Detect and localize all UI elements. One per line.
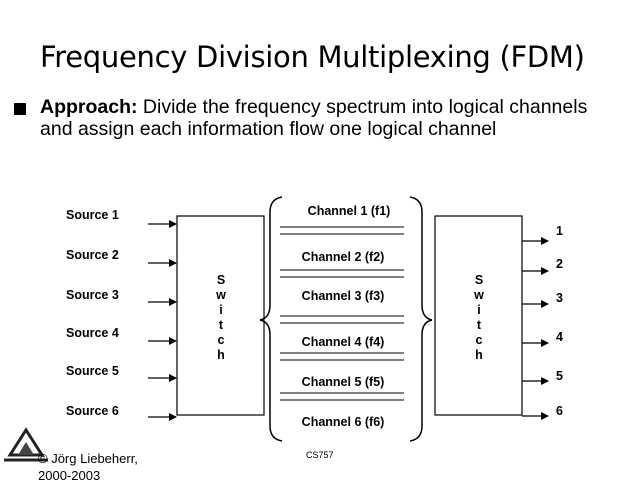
left-brace bbox=[259, 196, 283, 442]
switch-letter: t bbox=[218, 318, 224, 332]
switch-letter: c bbox=[475, 333, 483, 347]
channel-label-4: Channel 4 (f4) bbox=[301, 335, 385, 349]
channel-separators bbox=[280, 226, 404, 401]
source-label-3: Source 3 bbox=[66, 288, 119, 302]
right-switch-box bbox=[434, 215, 523, 416]
source-label-4: Source 4 bbox=[66, 326, 119, 340]
bullet-body: Divide the frequency spectrum into logic… bbox=[40, 96, 588, 140]
switch-letter: c bbox=[217, 333, 225, 347]
channel-label-1: Channel 1 (f1) bbox=[307, 204, 391, 218]
switch-letter: S bbox=[474, 273, 484, 287]
bullet-point: Approach: Divide the frequency spectrum … bbox=[40, 96, 600, 140]
bullet-bold-label: Approach: bbox=[40, 96, 138, 118]
channel-label-6: Channel 6 (f6) bbox=[301, 415, 385, 429]
author-line-2: 2000-2003 bbox=[38, 468, 101, 483]
source-label-5: Source 5 bbox=[66, 364, 119, 378]
source-label-6: Source 6 bbox=[66, 404, 119, 418]
channel-label-2: Channel 2 (f2) bbox=[301, 250, 385, 264]
switch-letter: i bbox=[477, 303, 481, 317]
source-label-1: Source 1 bbox=[66, 208, 119, 222]
course-code: CS757 bbox=[306, 450, 334, 460]
switch-letter: t bbox=[476, 318, 482, 332]
slide-title: Frequency Division Multiplexing (FDM) bbox=[40, 40, 585, 74]
switch-letter: h bbox=[475, 348, 483, 362]
channel-label-3: Channel 3 (f3) bbox=[301, 289, 385, 303]
switch-letter: w bbox=[474, 288, 484, 302]
bullet-square-icon bbox=[14, 103, 26, 115]
switch-letter: i bbox=[219, 303, 223, 317]
switch-letter: h bbox=[217, 348, 225, 362]
source-label-2: Source 2 bbox=[66, 248, 119, 262]
output-label-2: 2 bbox=[556, 257, 563, 271]
output-label-3: 3 bbox=[556, 291, 563, 305]
output-label-6: 6 bbox=[556, 404, 563, 418]
channel-label-5: Channel 5 (f5) bbox=[301, 375, 385, 389]
right-switch-label: S w i t c h bbox=[472, 273, 486, 363]
output-label-1: 1 bbox=[556, 224, 563, 238]
output-arrows bbox=[522, 237, 549, 420]
left-switch-box bbox=[176, 215, 265, 416]
left-switch-label: S w i t c h bbox=[214, 273, 228, 363]
output-label-5: 5 bbox=[556, 369, 563, 383]
output-label-4: 4 bbox=[556, 330, 563, 344]
right-brace bbox=[409, 196, 433, 442]
switch-letter: w bbox=[216, 288, 226, 302]
source-arrows bbox=[148, 220, 177, 421]
author-line-1: © Jörg Liebeherr, bbox=[38, 451, 138, 466]
switch-letter: S bbox=[216, 273, 226, 287]
university-logo bbox=[4, 427, 48, 462]
